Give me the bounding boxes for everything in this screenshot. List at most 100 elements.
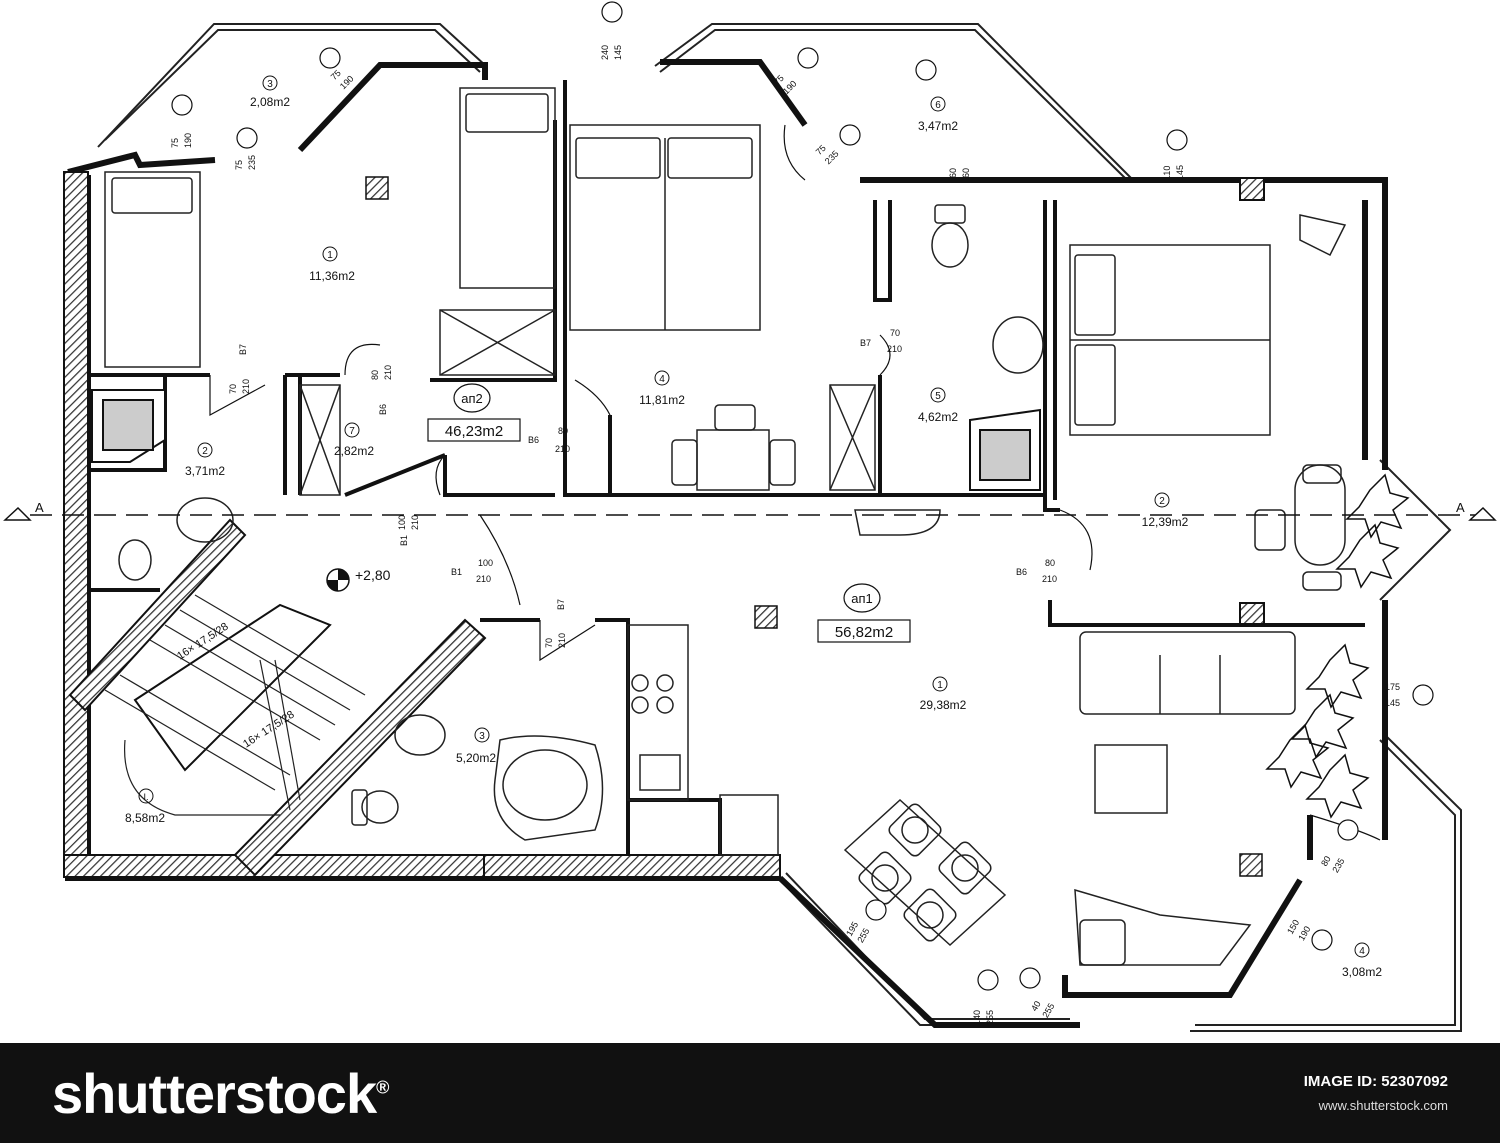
apartment-area: 46,23m2 bbox=[445, 423, 503, 440]
door-width: 80 bbox=[558, 426, 568, 436]
door-width: 70 bbox=[544, 638, 554, 648]
door-height: 210 bbox=[1042, 574, 1057, 584]
door-tags: B7 70 210 B6 80 210 B6 80 210 B7 70 210 … bbox=[228, 328, 1057, 648]
door-type: B7 bbox=[860, 338, 871, 348]
window-width: 110 bbox=[1162, 166, 1172, 180]
window-height: 190 bbox=[183, 133, 193, 148]
plants bbox=[1265, 473, 1410, 819]
window-height: 235 bbox=[1330, 856, 1346, 874]
apartment-area: 56,82m2 bbox=[835, 624, 893, 641]
window-width: 75 bbox=[170, 138, 180, 148]
room-area: 11,36m2 bbox=[309, 269, 355, 283]
window-height: 60 bbox=[961, 168, 971, 178]
image-id-label: IMAGE ID: bbox=[1303, 1073, 1378, 1090]
window-width: 175 bbox=[1385, 682, 1400, 692]
level-mark bbox=[326, 568, 350, 592]
window-tag: 140 255 bbox=[972, 1010, 995, 1025]
door-height: 210 bbox=[410, 515, 420, 530]
hatched-wall-bottom bbox=[483, 854, 781, 878]
room-number: 1 bbox=[327, 250, 333, 261]
door-tag: B7 bbox=[556, 599, 566, 610]
door-type: B6 bbox=[378, 404, 388, 415]
window-height: 145 bbox=[613, 45, 623, 60]
shower-trays bbox=[91, 389, 1041, 491]
window-tag: 40 255 bbox=[1029, 999, 1056, 1019]
column bbox=[1239, 177, 1265, 201]
window-width: 60 bbox=[948, 168, 958, 178]
apartment-label-an2: ап2 46,23m2 bbox=[427, 383, 521, 442]
door-type: B1 bbox=[399, 535, 409, 546]
brand-name: shutterstock bbox=[52, 1062, 377, 1125]
door-type: B7 bbox=[556, 599, 566, 610]
room-number: 3 bbox=[267, 79, 273, 90]
door-width: 70 bbox=[890, 328, 900, 338]
window-tag: 75 190 bbox=[329, 68, 356, 91]
window-height: 145 bbox=[1385, 698, 1400, 708]
door-width: 100 bbox=[397, 515, 407, 530]
window-tag: 60 60 bbox=[948, 168, 971, 178]
exterior-walls bbox=[65, 59, 1388, 1028]
door-tag: 70 210 bbox=[544, 633, 567, 648]
room-area: 3,08m2 bbox=[1342, 965, 1382, 979]
image-id: IMAGE ID: 52307092 bbox=[1304, 1073, 1448, 1090]
dining-set bbox=[843, 798, 1007, 947]
door-type: B6 bbox=[528, 435, 539, 445]
apartment-label-an1: ап1 56,82m2 bbox=[817, 583, 911, 643]
window-height: 255 bbox=[1040, 1001, 1056, 1019]
staircase bbox=[104, 594, 366, 816]
window-tag: 80 235 bbox=[1319, 854, 1346, 874]
room-area: 11,81m2 bbox=[639, 393, 685, 407]
room-number: 3 bbox=[479, 731, 485, 742]
section-marker-left: A bbox=[35, 500, 44, 515]
hatched-wall-left bbox=[63, 171, 89, 856]
column bbox=[365, 176, 389, 200]
room-area: 12,39m2 bbox=[1142, 515, 1189, 529]
window-width: 80 bbox=[1319, 854, 1333, 868]
callout-circles bbox=[171, 1, 1434, 991]
door-type: B1 bbox=[451, 567, 462, 577]
room-number: 4 bbox=[1359, 946, 1365, 957]
door-width: 70 bbox=[228, 384, 238, 394]
room-area: 4,62m2 bbox=[918, 410, 958, 424]
interior-walls bbox=[88, 80, 1365, 855]
door-tag: 70 210 bbox=[228, 379, 251, 394]
stair-run: 16× 17,5/28 bbox=[241, 709, 297, 751]
room-area: 2,82m2 bbox=[334, 444, 374, 458]
room-number: 2 bbox=[202, 446, 208, 457]
room-number: 1 bbox=[937, 680, 943, 691]
door-height: 210 bbox=[557, 633, 567, 648]
image-url: www.shutterstock.com bbox=[1318, 1098, 1448, 1113]
window-height: 235 bbox=[247, 155, 257, 170]
door-height: 210 bbox=[476, 574, 491, 584]
window-tag: 150 190 bbox=[1285, 918, 1312, 943]
room-number: 2 bbox=[1159, 496, 1165, 507]
window-width: 75 bbox=[234, 160, 244, 170]
door-tag: B7 bbox=[238, 344, 248, 355]
balcony-outlines bbox=[97, 23, 1462, 1032]
column bbox=[1239, 853, 1263, 877]
room-number: I. bbox=[143, 792, 148, 802]
window-height: 145 bbox=[1175, 165, 1185, 180]
door-height: 210 bbox=[887, 344, 902, 354]
door-tag: B1 bbox=[399, 535, 409, 546]
column bbox=[754, 605, 778, 629]
furniture bbox=[104, 87, 1347, 966]
image-meta: IMAGE ID: 52307092 www.shutterstock.com bbox=[1304, 1073, 1448, 1113]
door-tag: 100 210 bbox=[397, 515, 420, 530]
window-width: 40 bbox=[1029, 999, 1043, 1013]
door-tag: B6 bbox=[378, 404, 388, 415]
footer-bar: shutterstock® IMAGE ID: 52307092 www.shu… bbox=[0, 1043, 1500, 1143]
room-area: 5,20m2 bbox=[456, 751, 496, 765]
room-area: 29,38m2 bbox=[920, 698, 967, 712]
window-tag: 240 145 bbox=[600, 45, 623, 60]
window-height: 255 bbox=[985, 1010, 995, 1025]
window-tag: 75 235 bbox=[814, 143, 841, 166]
column bbox=[1239, 602, 1265, 626]
room-area: 3,47m2 bbox=[918, 119, 958, 133]
stair-label: 16× 17,5/28 bbox=[241, 709, 297, 751]
room-number: 6 bbox=[935, 100, 941, 111]
section-marker-right: A bbox=[1456, 500, 1465, 515]
door-height: 210 bbox=[383, 365, 393, 380]
window-tag: 110 145 bbox=[1162, 165, 1185, 180]
window-tag: 75 235 bbox=[234, 155, 257, 170]
